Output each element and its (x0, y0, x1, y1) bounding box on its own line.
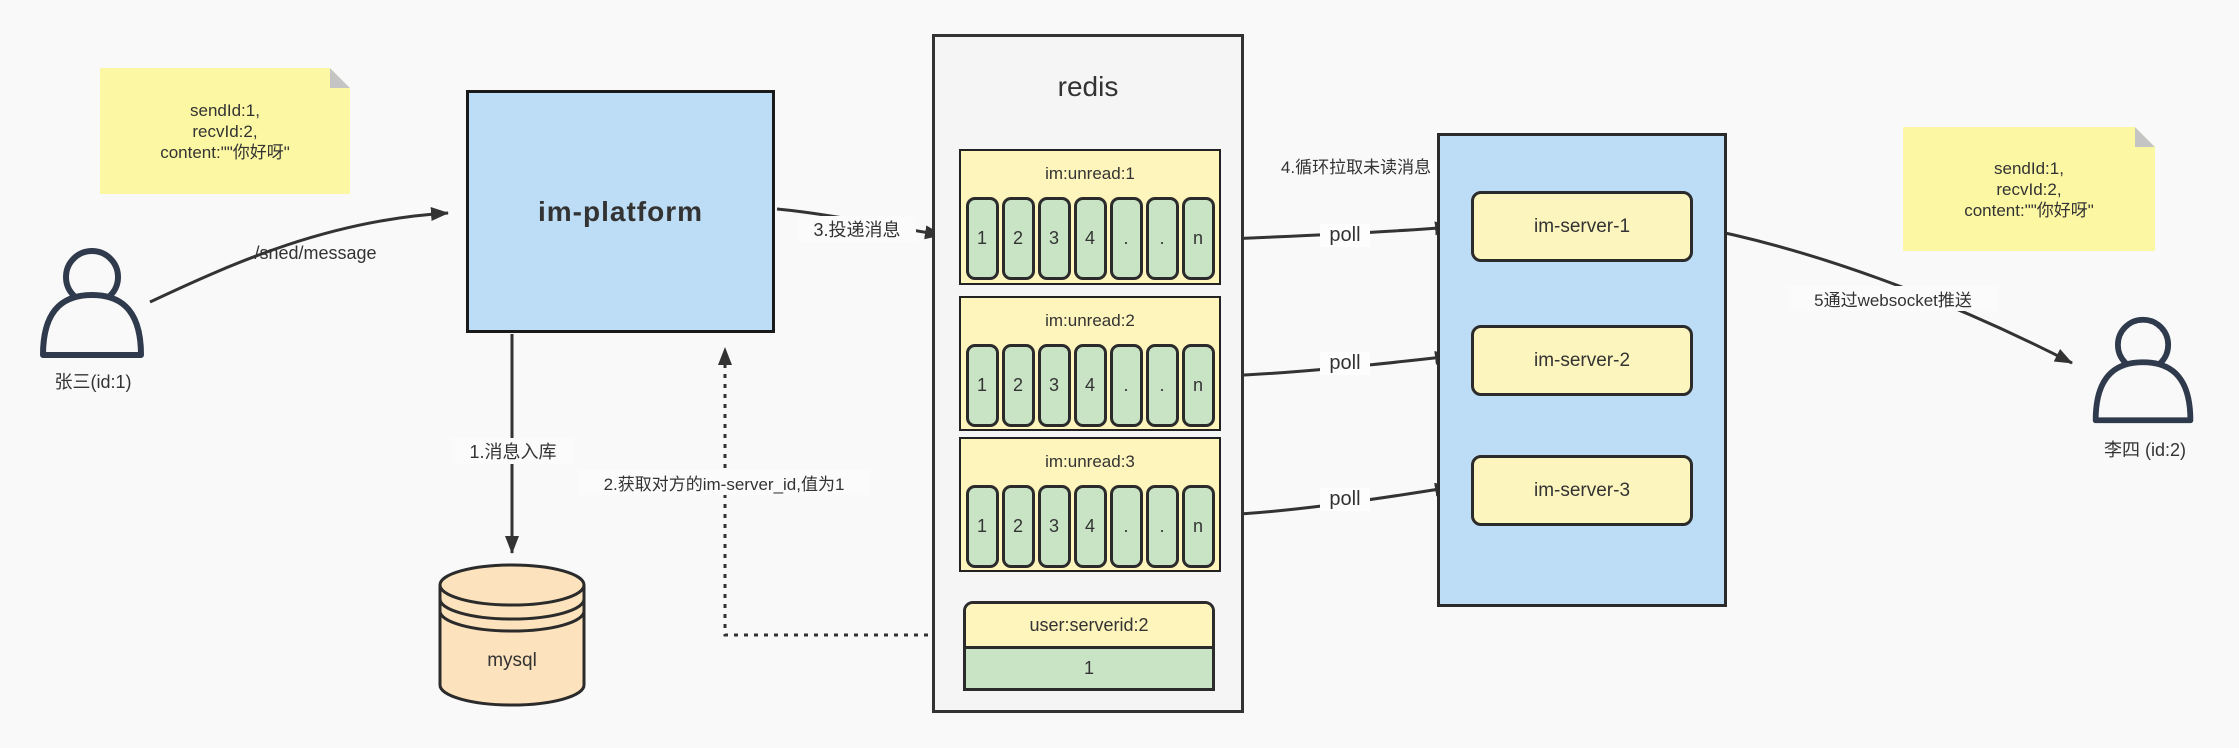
im-platform-box: im-platform (466, 90, 775, 333)
label-send-message: /sned/message (254, 243, 377, 263)
edge-get-serverid-dotted (718, 347, 958, 637)
im-server-3-label: im-server-3 (1533, 479, 1631, 501)
label-step4: 4.循环拉取未读消息 (1280, 158, 1432, 177)
receiver-label: 李四 (id:2) (2103, 440, 2186, 460)
receiver-person-icon (2092, 316, 2194, 424)
queue-cell: . (1145, 485, 1179, 568)
kv-value: 1 (966, 649, 1212, 688)
queue-cells: 1 2 3 4 . . n (961, 344, 1219, 427)
queue-cell: 3 (1037, 485, 1071, 568)
unread-queue-2: im:unread:2 1 2 3 4 . . n (959, 296, 1221, 431)
queue-cell: . (1109, 344, 1143, 427)
note-line: sendId:1, (190, 100, 260, 120)
queue-header: im:unread:2 (1045, 311, 1135, 330)
queue-cells: 1 2 3 4 . . n (961, 485, 1219, 568)
queue-cell: 2 (1001, 197, 1035, 280)
edge-websocket-push (1690, 224, 2073, 365)
receiver-note: sendId:1, recvId:2, content:""你好呀" (1903, 127, 2155, 251)
queue-cell: 4 (1073, 485, 1107, 568)
unread-queue-3: im:unread:3 1 2 3 4 . . n (959, 437, 1221, 572)
queue-header: im:unread:3 (1045, 452, 1135, 471)
label-step3: 3.投递消息 (798, 216, 916, 242)
note-line: sendId:1, (1994, 158, 2064, 178)
note-line: content:""你好呀" (1964, 200, 2094, 220)
queue-cell: 3 (1037, 197, 1071, 280)
im-server-3-box: im-server-3 (1471, 455, 1693, 526)
kv-header: user:serverid:2 (966, 604, 1212, 649)
im-server-2-label: im-server-2 (1533, 349, 1631, 371)
note-line: recvId:2, (1996, 179, 2062, 199)
redis-title: redis (1057, 71, 1119, 102)
queue-cell: 1 (965, 197, 999, 280)
queue-cell: 4 (1073, 344, 1107, 427)
queue-cell: . (1109, 485, 1143, 568)
im-server-group: im-server-1 im-server-2 im-server-3 (1437, 133, 1727, 607)
sender-note: sendId:1, recvId:2, content:""你好呀" (100, 68, 350, 194)
queue-header: im:unread:1 (1045, 164, 1135, 183)
im-server-1-label: im-server-1 (1533, 215, 1631, 237)
unread-queue-1: im:unread:1 1 2 3 4 . . n (959, 149, 1221, 285)
im-platform-label: im-platform (538, 195, 703, 227)
queue-cell: n (1181, 344, 1215, 427)
note-line: content:""你好呀" (160, 142, 290, 162)
user-serverid-box: user:serverid:2 1 (963, 601, 1215, 691)
edge-send-message (149, 207, 449, 304)
queue-cell: 2 (1001, 344, 1035, 427)
queue-cell: 1 (965, 344, 999, 427)
queue-cell: 4 (1073, 197, 1107, 280)
mysql-cylinder-icon (438, 563, 586, 707)
im-server-1-box: im-server-1 (1471, 191, 1693, 262)
label-poll-3: poll (1320, 488, 1370, 511)
queue-cell: 3 (1037, 344, 1071, 427)
label-step1: 1.消息入库 (452, 438, 574, 464)
mysql-label: mysql (487, 650, 537, 671)
label-poll-1: poll (1320, 224, 1370, 247)
queue-cell: . (1109, 197, 1143, 280)
label-poll-2: poll (1320, 352, 1370, 375)
queue-cell: . (1145, 344, 1179, 427)
note-line: recvId:2, (192, 121, 258, 141)
sender-label: 张三(id:1) (54, 372, 132, 392)
sender-person-icon (40, 248, 144, 358)
label-step5: 5通过websocket推送 (1788, 286, 1998, 311)
queue-cell: n (1181, 485, 1215, 568)
queue-cell: . (1145, 197, 1179, 280)
queue-cell: 2 (1001, 485, 1035, 568)
queue-cell: n (1181, 197, 1215, 280)
queue-cell: 1 (965, 485, 999, 568)
redis-container: redis im:unread:1 1 2 3 4 . . n im:unrea… (932, 34, 1244, 713)
queue-cells: 1 2 3 4 . . n (961, 197, 1219, 280)
label-step2: 2.获取对方的im-server_id,值为1 (578, 470, 870, 495)
im-server-2-box: im-server-2 (1471, 325, 1693, 396)
